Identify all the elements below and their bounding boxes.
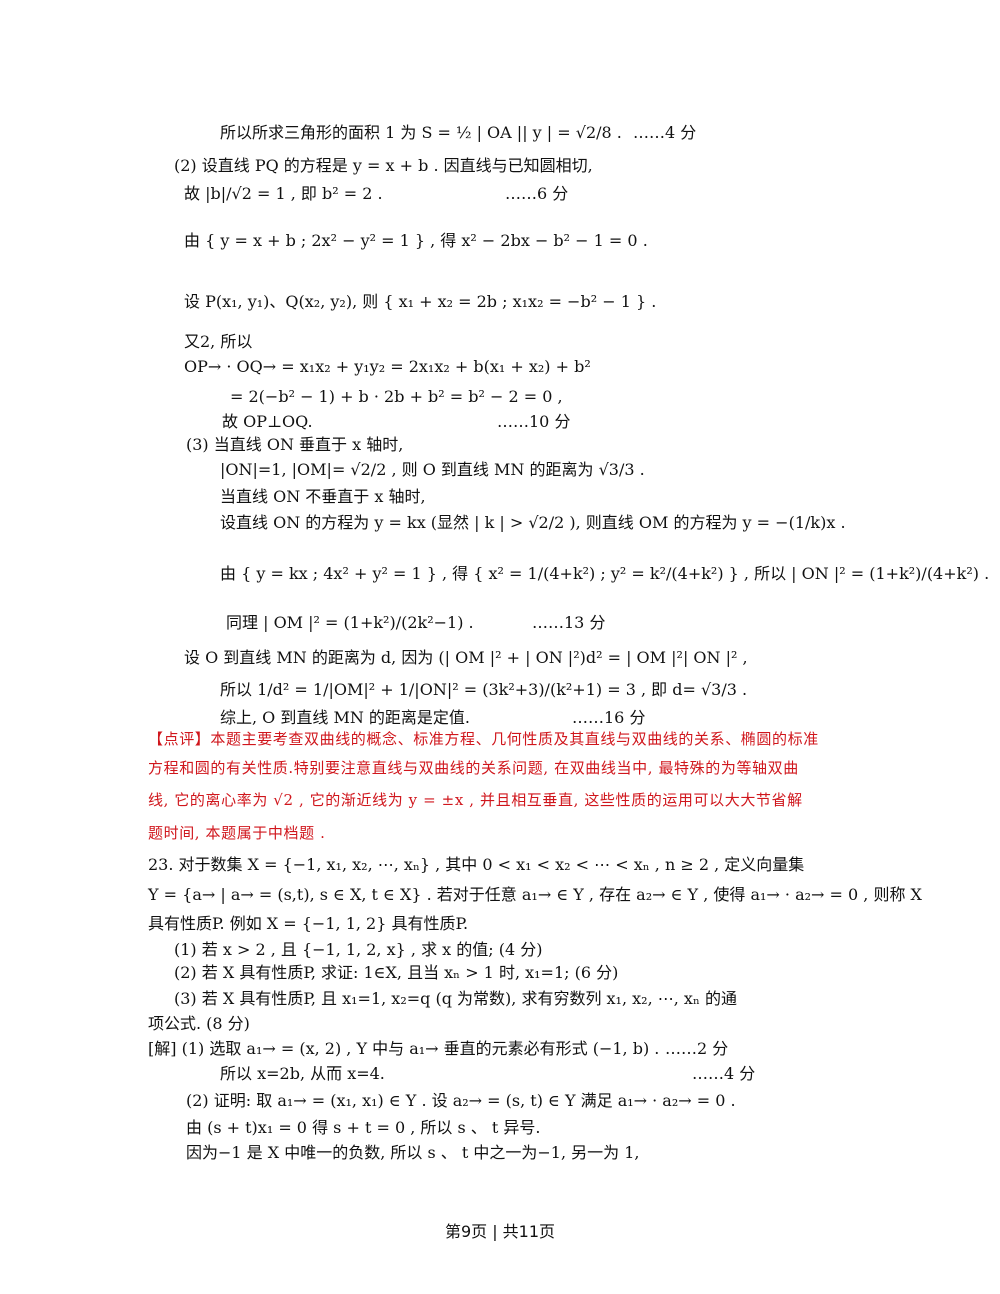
solution-line: 由 { y = x + b ; 2x² − y² = 1 } , 得 x² − … <box>184 231 648 250</box>
solution-line: (2) 设直线 PQ 的方程是 y = x + b . 因直线与已知圆相切, <box>174 156 593 175</box>
score-mark: ……13 分 <box>532 613 606 632</box>
solution-line: 故 OP⊥OQ. <box>222 412 313 431</box>
score-mark: ……10 分 <box>497 412 571 431</box>
solution-line: 所以所求三角形的面积 1 为 S = ½ | OA || y | = √2/8 … <box>220 123 622 142</box>
question-line: (3) 若 X 具有性质P, 且 x₁=1, x₂=q (q 为常数), 求有穷… <box>174 989 737 1008</box>
question-line: Y = {a→ | a→ = (s,t), s ∈ X, t ∈ X} . 若对… <box>148 885 922 904</box>
solution-line: = 2(−b² − 1) + b · 2b + b² = b² − 2 = 0 … <box>230 387 563 406</box>
solution-line: (2) 证明: 取 a₁→ = (x₁, x₁) ∈ Y . 设 a₂→ = (… <box>186 1091 736 1110</box>
page-footer: 第9页 | 共11页 <box>444 1222 556 1241</box>
score-mark: ……6 分 <box>505 184 569 203</box>
comment-line: 方程和圆的有关性质.特别要注意直线与双曲线的关系问题, 在双曲线当中, 最特殊的… <box>148 759 799 777</box>
solution-line: 所以 1/d² = 1/|OM|² + 1/|ON|² = (3k²+3)/(k… <box>220 680 748 699</box>
solution-line: 所以 x=2b, 从而 x=4. <box>220 1064 385 1083</box>
comment-line: 【点评】本题主要考查双曲线的概念、标准方程、几何性质及其直线与双曲线的关系、椭圆… <box>148 730 819 748</box>
solution-line: 综上, O 到直线 MN 的距离是定值. <box>220 708 471 727</box>
question-line: 具有性质P. 例如 X = {−1, 1, 2} 具有性质P. <box>148 914 469 933</box>
question-line: (1) 若 x > 2 , 且 {−1, 1, 2, x} , 求 x 的值; … <box>174 940 543 959</box>
question-line: (2) 若 X 具有性质P, 求证: 1∈X, 且当 xₙ > 1 时, x₁=… <box>174 963 619 982</box>
solution-line: OP→ · OQ→ = x₁x₂ + y₁y₂ = 2x₁x₂ + b(x₁ +… <box>184 357 591 376</box>
solution-line: 因为−1 是 X 中唯一的负数, 所以 s 、 t 中之一为−1, 另一为 1, <box>186 1143 640 1162</box>
comment-line: 线, 它的离心率为 √2 , 它的渐近线为 y = ±x , 并且相互垂直, 这… <box>148 791 803 809</box>
score-mark: ……4 分 <box>692 1064 756 1083</box>
solution-line: 设 P(x₁, y₁)、Q(x₂, y₂), 则 { x₁ + x₂ = 2b … <box>184 292 657 311</box>
solution-line: 同理 | OM |² = (1+k²)/(2k²−1) . <box>226 613 474 632</box>
solution-line: 设直线 ON 的方程为 y = kx (显然 | k | > √2/2 ), 则… <box>220 513 846 532</box>
solution-line: |ON|=1, |OM|= √2/2 , 则 O 到直线 MN 的距离为 √3/… <box>220 460 645 479</box>
solution-line: (3) 当直线 ON 垂直于 x 轴时, <box>186 435 404 454</box>
comment-line: 题时间, 本题属于中档题 . <box>148 824 326 842</box>
solution-line: 又2, 所以 <box>184 332 253 351</box>
solution-line: 由 (s + t)x₁ = 0 得 s + t = 0 , 所以 s 、 t 异… <box>186 1118 541 1137</box>
score-mark: ……16 分 <box>572 708 646 727</box>
solution-line: 由 { y = kx ; 4x² + y² = 1 } , 得 { x² = 1… <box>220 564 990 583</box>
solution-line: [解] (1) 选取 a₁→ = (x, 2) , Y 中与 a₁→ 垂直的元素… <box>148 1039 660 1058</box>
question-line: 23. 对于数集 X = {−1, x₁, x₂, ⋯, xₙ} , 其中 0 … <box>148 855 805 874</box>
solution-line: 当直线 ON 不垂直于 x 轴时, <box>220 487 426 506</box>
solution-line: 故 |b|/√2 = 1 , 即 b² = 2 . <box>184 184 383 203</box>
score-mark: ……2 分 <box>665 1039 729 1058</box>
score-mark: ……4 分 <box>633 123 697 142</box>
solution-line: 设 O 到直线 MN 的距离为 d, 因为 (| OM |² + | ON |²… <box>184 648 748 667</box>
question-line: 项公式. (8 分) <box>148 1014 250 1033</box>
